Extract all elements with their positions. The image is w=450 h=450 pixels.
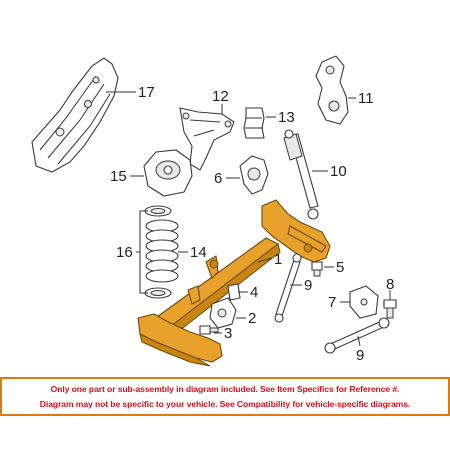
part-5-bolt <box>311 261 334 277</box>
callout-13: 13 <box>278 109 295 126</box>
callout-8: 8 <box>386 276 394 293</box>
callout-7: 7 <box>328 294 336 311</box>
part-4-block <box>227 283 248 301</box>
callout-9-lower: 9 <box>356 347 364 364</box>
callout-1: 1 <box>274 251 282 268</box>
callout-4: 4 <box>250 284 258 301</box>
disclaimer-box: Only one part or sub-assembly in diagram… <box>0 377 450 416</box>
disclaimer-line-2: Diagram may not be specific to your vehi… <box>39 399 411 409</box>
part-14-coil-spring <box>144 205 188 299</box>
part-17-floor-panel <box>31 57 136 173</box>
part-16-bracket-line <box>136 210 148 294</box>
callout-10: 10 <box>330 163 347 180</box>
callout-16: 16 <box>116 244 133 261</box>
part-9-trailing-link <box>324 317 390 354</box>
part-13-bump-stop <box>243 107 276 139</box>
part-7-plate <box>340 285 379 319</box>
callout-12: 12 <box>212 88 229 105</box>
callout-2: 2 <box>248 310 256 327</box>
part-9-link-rod <box>274 253 302 323</box>
part-15-spring-mount <box>130 149 193 197</box>
callout-15: 15 <box>110 168 127 185</box>
part-10-shock-absorber <box>283 129 328 220</box>
callout-3: 3 <box>224 325 232 342</box>
callout-6: 6 <box>214 170 222 187</box>
callout-11: 11 <box>358 90 374 107</box>
callout-5: 5 <box>336 259 344 276</box>
part-6-hub <box>226 155 269 195</box>
part-12-bracket <box>179 104 235 171</box>
callout-17: 17 <box>138 84 155 101</box>
part-8-bolt <box>383 290 397 319</box>
callout-9: 9 <box>304 277 312 294</box>
disclaimer-line-1: Only one part or sub-assembly in diagram… <box>50 384 400 394</box>
part-1-axle-beam <box>137 199 331 367</box>
part-11-knuckle <box>315 55 356 125</box>
callout-14: 14 <box>190 244 207 261</box>
part-3-bolt <box>199 325 222 335</box>
part-2-lower-bracket <box>209 297 246 329</box>
